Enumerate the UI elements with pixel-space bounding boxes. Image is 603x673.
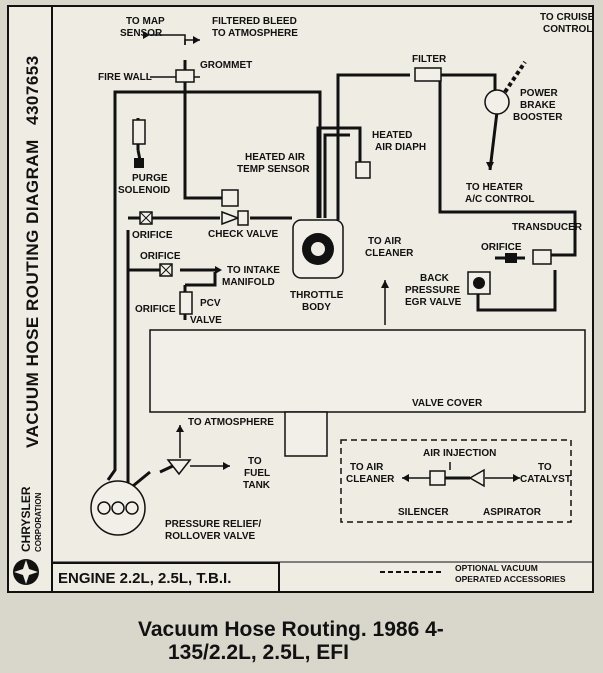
engine-box xyxy=(51,562,280,593)
side-title: VACUUM HOSE ROUTING DIAGRAM xyxy=(23,139,42,448)
label-cruise-2: CONTROL xyxy=(543,24,592,35)
label-air-cleaner-1: TO AIR xyxy=(368,236,402,247)
label-aspirator: ASPIRATOR xyxy=(483,507,542,518)
label-catalyst-1: TO xyxy=(538,462,552,473)
label-to-atmosphere: TO ATMOSPHERE xyxy=(188,417,274,428)
oil-fill-icon xyxy=(284,411,328,457)
label-grommet: GROMMET xyxy=(200,60,252,71)
silencer-icon xyxy=(429,470,446,486)
label-orifice-top: ORIFICE xyxy=(132,230,173,241)
label-fuel-3: TANK xyxy=(243,480,271,491)
label-heater-2: A/C CONTROL xyxy=(465,194,534,205)
label-aii-cleaner-1: TO AIR xyxy=(350,462,384,473)
label-valve-cover: VALVE COVER xyxy=(412,398,483,409)
label-relief-2: ROLLOVER VALVE xyxy=(165,531,256,542)
label-air-injection: AIR INJECTION xyxy=(423,448,496,459)
label-purge-2: SOLENOID xyxy=(118,185,170,196)
label-to-map-2: SENSOR xyxy=(120,28,163,39)
label-egr-3: EGR VALVE xyxy=(405,297,462,308)
labels: TO MAP SENSOR FILTERED BLEED TO ATMOSPHE… xyxy=(98,12,595,542)
label-pcv-2: VALVE xyxy=(190,315,222,326)
label-diaph-2: AIR DIAPH xyxy=(375,142,426,153)
label-booster-3: BOOSTER xyxy=(513,112,563,123)
pressure-relief-valve-icon xyxy=(166,459,192,476)
legend-text-1: OPTIONAL VACUUM xyxy=(455,563,538,573)
label-relief-1: PRESSURE RELIEF/ xyxy=(165,519,261,530)
purge-solenoid-body-icon xyxy=(134,158,144,168)
valve-cover-icon xyxy=(149,329,586,413)
label-orifice-mid: ORIFICE xyxy=(140,251,181,262)
label-throttle-2: BODY xyxy=(302,302,331,313)
check-valve-icon xyxy=(221,210,241,226)
pcv-valve-icon xyxy=(179,291,193,315)
power-brake-booster-icon xyxy=(484,89,510,115)
chrysler-pentastar-logo xyxy=(13,559,39,585)
label-pcv-1: PCV xyxy=(200,298,221,309)
vacuum-hoses xyxy=(106,60,577,492)
bleed-line xyxy=(184,39,200,45)
label-egr-1: BACK xyxy=(420,273,450,284)
label-orifice-right: ORIFICE xyxy=(481,242,522,253)
label-intake-2: MANIFOLD xyxy=(222,277,275,288)
label-catalyst-2: CATALYST xyxy=(520,474,571,485)
label-throttle-1: THROTTLE xyxy=(290,290,344,301)
label-orifice-pcv: ORIFICE xyxy=(135,304,176,315)
orifice-right-icon xyxy=(505,253,517,263)
arrow-heads xyxy=(143,31,520,482)
label-silencer: SILENCER xyxy=(398,507,449,518)
label-aii-cleaner-2: CLEANER xyxy=(346,474,395,485)
caption-line-2: 135/2.2L, 2.5L, EFI xyxy=(168,641,349,664)
legend-text-2: OPERATED ACCESSORIES xyxy=(455,574,566,584)
label-booster-1: POWER xyxy=(520,88,559,99)
filter-icon xyxy=(414,67,442,82)
label-purge-1: PURGE xyxy=(132,173,168,184)
brand-name: CHRYSLER xyxy=(19,486,33,552)
transducer-icon xyxy=(532,249,552,265)
label-temp-2: TEMP SENSOR xyxy=(237,164,310,175)
label-diaph-1: HEATED xyxy=(372,130,412,141)
air-injection-box xyxy=(340,439,572,523)
label-temp-1: HEATED AIR xyxy=(245,152,306,163)
label-filter: FILTER xyxy=(412,54,447,65)
label-egr-2: PRESSURE xyxy=(405,285,460,296)
label-air-cleaner-2: CLEANER xyxy=(365,248,414,259)
label-cruise-1: TO CRUISE xyxy=(540,12,595,23)
label-bleed-2: TO ATMOSPHERE xyxy=(212,28,298,39)
label-to-map-1: TO MAP xyxy=(126,16,165,27)
temp-sensor-icon xyxy=(221,189,239,207)
components xyxy=(90,60,586,536)
brand-sub: CORPORATION xyxy=(34,492,43,552)
aspirator-icon xyxy=(468,468,485,488)
heated-air-diaph-icon xyxy=(355,161,371,179)
label-heater-1: TO HEATER xyxy=(466,182,524,193)
engine-label: ENGINE 2.2L, 2.5L, T.B.I. xyxy=(58,570,231,587)
grommet-icon xyxy=(175,69,195,83)
label-fuel-1: TO xyxy=(248,456,262,467)
label-check-valve: CHECK VALVE xyxy=(208,229,279,240)
label-fire-wall: FIRE WALL xyxy=(98,72,152,83)
part-number: 4307653 xyxy=(23,55,42,125)
caption-line-1: Vacuum Hose Routing. 1986 4- xyxy=(138,618,444,641)
label-fuel-2: FUEL xyxy=(244,468,270,479)
label-booster-2: BRAKE xyxy=(520,100,556,111)
label-transducer: TRANSDUCER xyxy=(512,222,583,233)
label-intake-1: TO INTAKE xyxy=(227,265,280,276)
air-injection-parts xyxy=(402,462,520,488)
label-bleed-1: FILTERED BLEED xyxy=(212,16,297,27)
purge-solenoid-icon xyxy=(132,119,146,145)
